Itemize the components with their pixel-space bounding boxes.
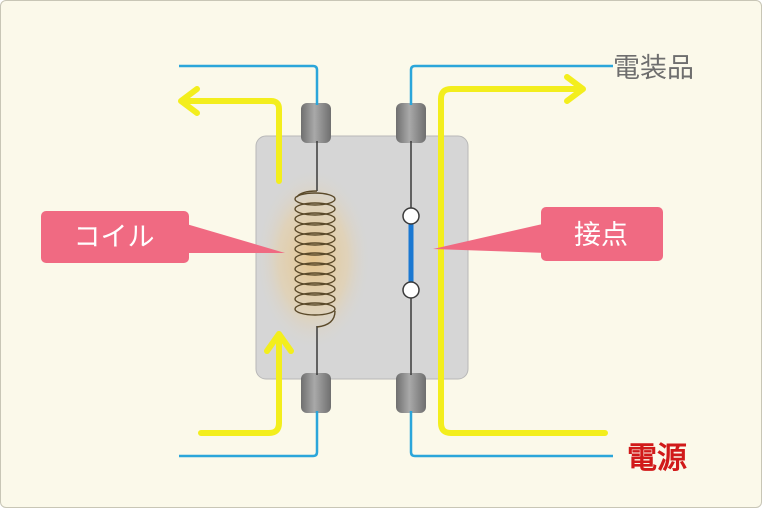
terminal-top-left: [301, 103, 331, 143]
relay-contact-icon: [402, 207, 420, 299]
terminal-bottom-right: [396, 373, 426, 413]
coil-callout: [41, 211, 285, 263]
terminal-bottom-left: [301, 373, 331, 413]
coil-current-out-arrow: [180, 98, 282, 184]
contact-label: 接点: [574, 220, 628, 251]
terminal-top-right: [396, 103, 426, 143]
wire-top-right: [409, 64, 613, 105]
load-current-head: [564, 74, 586, 104]
load-current-arrow: [438, 86, 608, 436]
coil-current-out-head: [178, 86, 200, 116]
current-flow-arrow-icon: [178, 74, 608, 436]
wire-bottom-right: [409, 411, 613, 458]
contact-callout: [433, 207, 663, 261]
coil-label: コイル: [74, 222, 155, 253]
coil-glow: [255, 167, 371, 351]
power-label: 電源: [627, 441, 687, 476]
load-label: 電装品: [613, 53, 694, 84]
coil-winding-icon: [294, 190, 336, 328]
wire-bottom-left: [179, 411, 319, 458]
coil-current-in-arrow: [198, 333, 282, 436]
coil-current-in-head: [264, 331, 294, 354]
wire-top-left: [179, 64, 319, 105]
